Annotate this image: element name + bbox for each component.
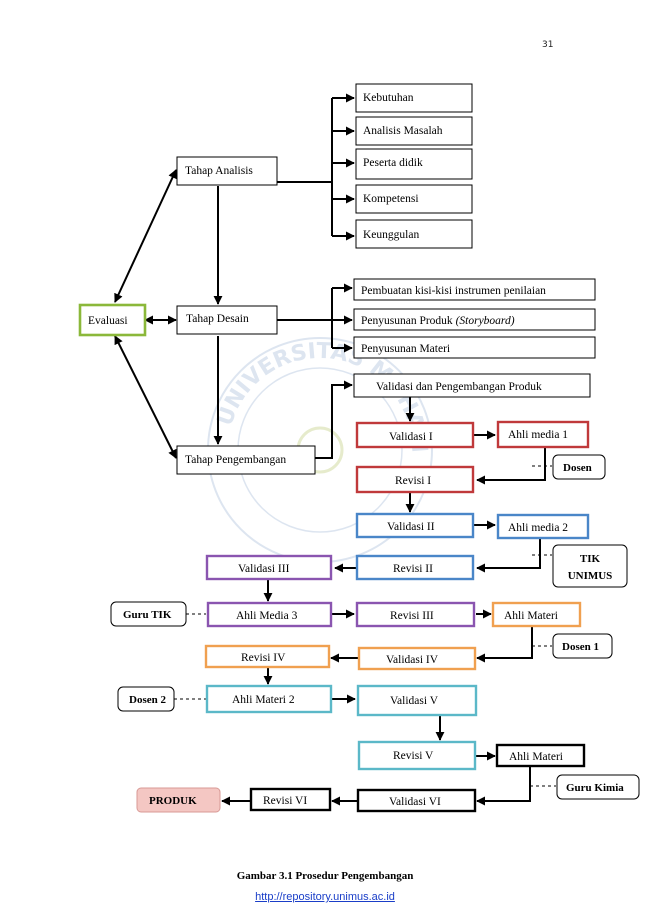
node-revisi-1: Revisi I — [355, 465, 475, 494]
node-revisi-2: Revisi II — [355, 554, 475, 581]
node-dosen-label: Dosen — [563, 462, 592, 474]
node-ahli-media-2: Ahli media 2 — [496, 513, 590, 540]
node-penyusunan-produk-label: Penyusunan Produk — [361, 315, 456, 327]
node-tik-unimus-line2: UNIMUS — [568, 570, 613, 582]
node-penyusunan-produk-italic: (Storyboard) — [456, 315, 515, 327]
node-tahap-pengembangan-label: Tahap Pengembangan — [185, 454, 286, 466]
node-keunggulan-label: Keunggulan — [363, 229, 419, 241]
node-validasi-pengembangan-label: Validasi dan Pengembangan Produk — [376, 381, 542, 393]
node-validasi-3-label: Validasi III — [238, 563, 290, 575]
node-ahli-media-1: Ahli media 1 — [496, 420, 590, 449]
svg-text:Penyusunan Produk (Storyboard): Penyusunan Produk (Storyboard) — [361, 315, 515, 327]
node-produk-label: PRODUK — [149, 795, 197, 807]
node-kompetensi-label: Kompetensi — [363, 193, 419, 205]
node-ahli-materi-2-label: Ahli Materi 2 — [232, 694, 295, 706]
node-pembuatan-kisi: Pembuatan kisi-kisi instrumen penilaian — [353, 278, 596, 301]
node-validasi-6-label: Validasi VI — [389, 796, 441, 808]
node-kebutuhan: Kebutuhan — [355, 83, 473, 113]
node-validasi-2-label: Validasi II — [387, 521, 435, 533]
node-peserta-didik: Peserta didik — [355, 148, 473, 180]
node-kompetensi: Kompetensi — [355, 184, 473, 214]
repository-link[interactable]: http://repository.unimus.ac.id — [255, 891, 395, 903]
node-penyusunan-materi: Penyusunan Materi — [353, 336, 596, 359]
node-peserta-didik-label: Peserta didik — [363, 157, 423, 169]
node-revisi-2-label: Revisi II — [393, 563, 433, 575]
node-tahap-desain: Tahap Desain — [176, 305, 278, 335]
node-ahli-media-3: Ahli Media 3 — [206, 601, 333, 628]
node-penyusunan-produk: Penyusunan Produk (Storyboard) — [353, 308, 596, 331]
node-validasi-5-label: Validasi V — [390, 695, 439, 707]
node-produk: PRODUK — [136, 787, 221, 813]
node-revisi-5-label: Revisi V — [393, 750, 434, 762]
node-validasi-6: Validasi VI — [356, 788, 477, 813]
node-revisi-4: Revisi IV — [204, 644, 331, 669]
node-dosen: Dosen — [552, 454, 606, 480]
node-validasi-5: Validasi V — [356, 684, 478, 717]
node-ahli-materi-3: Ahli Materi — [495, 743, 586, 768]
node-dosen-2-label: Dosen 2 — [129, 694, 166, 706]
node-guru-tik-label: Guru TIK — [123, 609, 172, 621]
node-ahli-media-3-label: Ahli Media 3 — [236, 610, 298, 622]
node-evaluasi: Evaluasi — [78, 303, 147, 337]
node-revisi-6-label: Revisi VI — [263, 795, 307, 807]
node-revisi-1-label: Revisi I — [395, 475, 431, 487]
node-revisi-6: Revisi VI — [249, 787, 332, 812]
node-ahli-materi-2: Ahli Materi 2 — [205, 684, 333, 714]
node-dosen-1: Dosen 1 — [552, 633, 613, 659]
node-guru-kimia-label: Guru Kimia — [566, 782, 624, 794]
node-validasi-1-label: Validasi I — [389, 431, 433, 443]
node-dosen-2: Dosen 2 — [117, 686, 175, 712]
node-penyusunan-materi-label: Penyusunan Materi — [361, 343, 450, 355]
node-revisi-5: Revisi V — [357, 740, 477, 771]
node-revisi-3-label: Revisi III — [390, 610, 434, 622]
node-tahap-desain-label: Tahap Desain — [186, 313, 249, 325]
node-pembuatan-kisi-label: Pembuatan kisi-kisi instrumen penilaian — [361, 285, 546, 297]
node-revisi-3: Revisi III — [355, 601, 476, 628]
node-dosen-1-label: Dosen 1 — [562, 641, 599, 653]
node-tahap-analisis-label: Tahap Analisis — [185, 165, 253, 177]
node-tik-unimus-line1: TIK — [580, 553, 601, 565]
node-evaluasi-label: Evaluasi — [88, 315, 128, 327]
node-ahli-media-1-label: Ahli media 1 — [508, 429, 568, 441]
node-analisis-masalah-label: Analisis Masalah — [363, 125, 443, 137]
node-validasi-pengembangan: Validasi dan Pengembangan Produk — [353, 373, 591, 398]
node-ahli-materi-3-label: Ahli Materi — [509, 751, 563, 763]
page-number: 31 — [542, 40, 554, 50]
node-validasi-1: Validasi I — [355, 421, 475, 449]
node-ahli-media-2-label: Ahli media 2 — [508, 522, 568, 534]
node-guru-kimia: Guru Kimia — [556, 774, 640, 800]
node-keunggulan: Keunggulan — [355, 219, 473, 249]
node-validasi-4-label: Validasi IV — [386, 654, 439, 666]
node-analisis-masalah: Analisis Masalah — [355, 116, 473, 146]
node-validasi-2: Validasi II — [355, 512, 475, 539]
node-validasi-4: Validasi IV — [357, 646, 477, 671]
node-tik-unimus: TIK UNIMUS — [552, 544, 628, 588]
node-guru-tik: Guru TIK — [110, 601, 187, 627]
node-ahli-materi-1: Ahli Materi — [491, 601, 582, 628]
node-tahap-pengembangan: Tahap Pengembangan — [176, 445, 316, 475]
node-revisi-4-label: Revisi IV — [241, 652, 286, 664]
node-tahap-analisis: Tahap Analisis — [176, 156, 278, 186]
figure-caption: Gambar 3.1 Prosedur Pengembangan — [236, 870, 414, 882]
node-kebutuhan-label: Kebutuhan — [363, 92, 414, 104]
node-validasi-3: Validasi III — [205, 554, 333, 581]
connectors — [114, 93, 556, 806]
node-ahli-materi-1-label: Ahli Materi — [504, 610, 558, 622]
